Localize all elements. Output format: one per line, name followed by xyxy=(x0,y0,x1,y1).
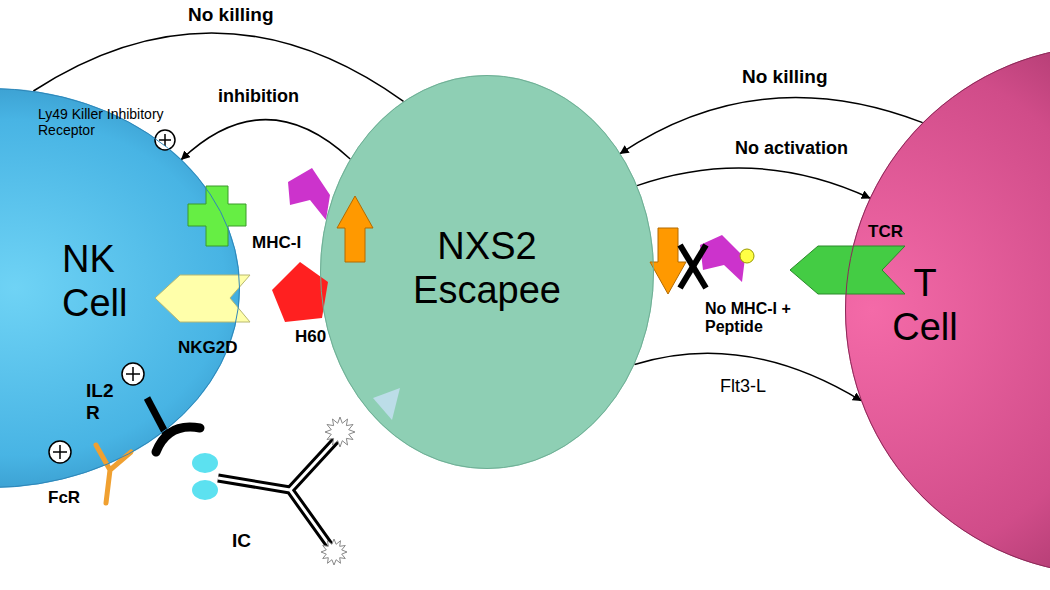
il2-moiety xyxy=(192,453,218,473)
part-label: FcR xyxy=(48,488,80,508)
interaction-arc xyxy=(637,168,870,198)
cell-name: NXS2 Escapee xyxy=(407,225,567,312)
part-label: H60 xyxy=(295,327,326,347)
tumor-cell-fill xyxy=(320,75,654,469)
interaction-arc xyxy=(635,353,862,400)
absent-mark xyxy=(680,245,706,288)
peptide-dot xyxy=(740,249,754,263)
absent-mark xyxy=(680,245,706,288)
stimulation-plus xyxy=(49,130,175,463)
part-label: TCR xyxy=(868,222,903,242)
part-label: No MHC-I + Peptide xyxy=(705,300,810,337)
part-label: NKG2D xyxy=(178,338,238,358)
interaction-arc xyxy=(182,120,351,160)
ly49-receptor xyxy=(188,186,246,246)
nkg2d-receptor xyxy=(155,275,250,322)
edge-label: inhibition xyxy=(218,86,299,107)
antigen-binding-site xyxy=(325,417,355,447)
t-cell: T Cell xyxy=(845,45,1050,575)
t-cell-fill xyxy=(845,45,1050,575)
up-regulation-arrow xyxy=(337,196,373,262)
part-label: MHC-I xyxy=(252,233,301,253)
edge-label: No killing xyxy=(742,66,828,88)
edge-label: No activation xyxy=(735,138,848,159)
edge-label: No killing xyxy=(188,4,274,26)
nk-cell: NK Cell xyxy=(0,88,240,488)
surface-marker xyxy=(373,388,400,420)
part-label: IL2 R xyxy=(86,380,113,424)
cell-name: NK Cell xyxy=(62,238,127,325)
il2-receptor xyxy=(147,398,166,434)
tumor-cell: NXS2 Escapee xyxy=(320,75,654,469)
il2-moiety xyxy=(192,480,218,500)
mhc-i-molecule xyxy=(700,235,745,282)
part-label: IC xyxy=(232,530,251,552)
il2-receptor xyxy=(156,427,200,452)
tcr-receptor xyxy=(790,246,905,294)
edge-label: Flt3-L xyxy=(720,376,766,397)
part-label: Ly49 Killer Inhibitory Receptor xyxy=(38,106,203,138)
mhc-i-molecule xyxy=(288,168,330,220)
fc-receptor xyxy=(96,445,131,503)
cell-name: T Cell xyxy=(880,262,970,349)
antigen-binding-site xyxy=(321,539,347,565)
h60-ligand xyxy=(272,262,328,322)
